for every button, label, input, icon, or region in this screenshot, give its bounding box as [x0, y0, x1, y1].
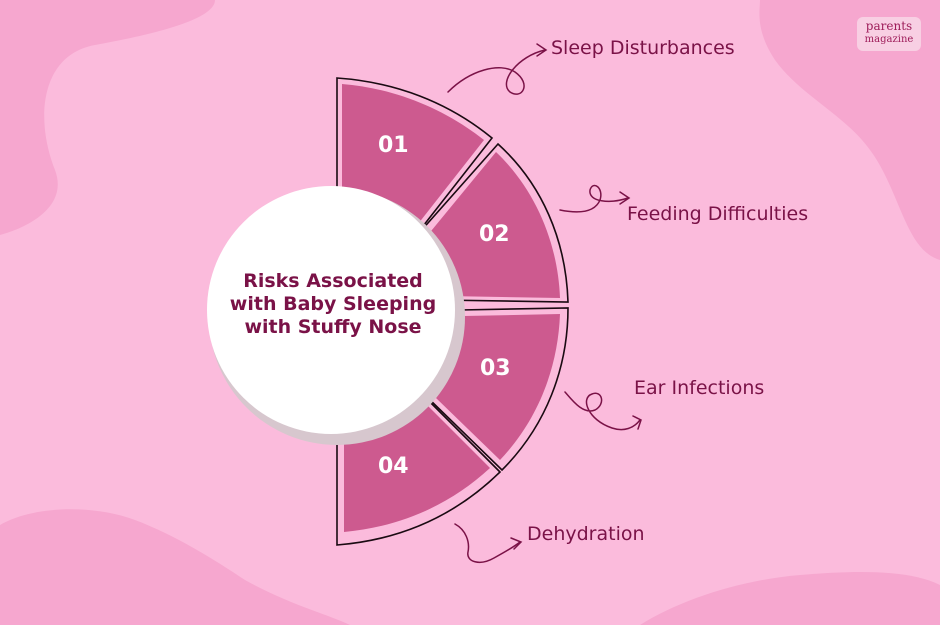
parents-magazine-logo: parents magazine [857, 17, 921, 51]
center-title-line-3: with Stuffy Nose [244, 316, 422, 338]
label-feeding-difficulties: Feeding Difficulties [627, 203, 809, 225]
arrowhead-2 [619, 191, 631, 205]
arrow-2 [559, 184, 629, 213]
segment-3-number: 03 [480, 356, 511, 381]
label-ear-infections: Ear Infections [634, 377, 765, 399]
arrowhead-1 [536, 43, 548, 57]
segment-2-number: 02 [479, 222, 510, 247]
center-title: Risks Associated with Baby Sleeping with… [228, 270, 438, 339]
segment-4 [336, 399, 502, 546]
center-title-line-2: with Baby Sleeping [229, 293, 437, 315]
segment-1-number: 01 [378, 133, 409, 158]
top-left-blob [0, 0, 215, 235]
bottom-left-blob [0, 509, 350, 625]
segment-4-number: 04 [378, 454, 409, 479]
label-sleep-disturbances: Sleep Disturbances [551, 37, 735, 59]
logo-line-2: magazine [864, 34, 914, 45]
arrow-3 [564, 391, 641, 431]
center-title-line-1: Risks Associated [243, 270, 423, 292]
logo-line-1: parents [865, 19, 913, 33]
arrowhead-4 [510, 537, 523, 550]
segment-1 [336, 77, 494, 231]
arrow-1 [447, 49, 546, 95]
arrowhead-3 [632, 415, 642, 430]
label-dehydration: Dehydration [527, 523, 645, 545]
bottom-right-blob [640, 572, 940, 625]
center-circle [207, 186, 465, 445]
top-right-blob [759, 0, 940, 260]
arrow-4 [454, 523, 521, 564]
